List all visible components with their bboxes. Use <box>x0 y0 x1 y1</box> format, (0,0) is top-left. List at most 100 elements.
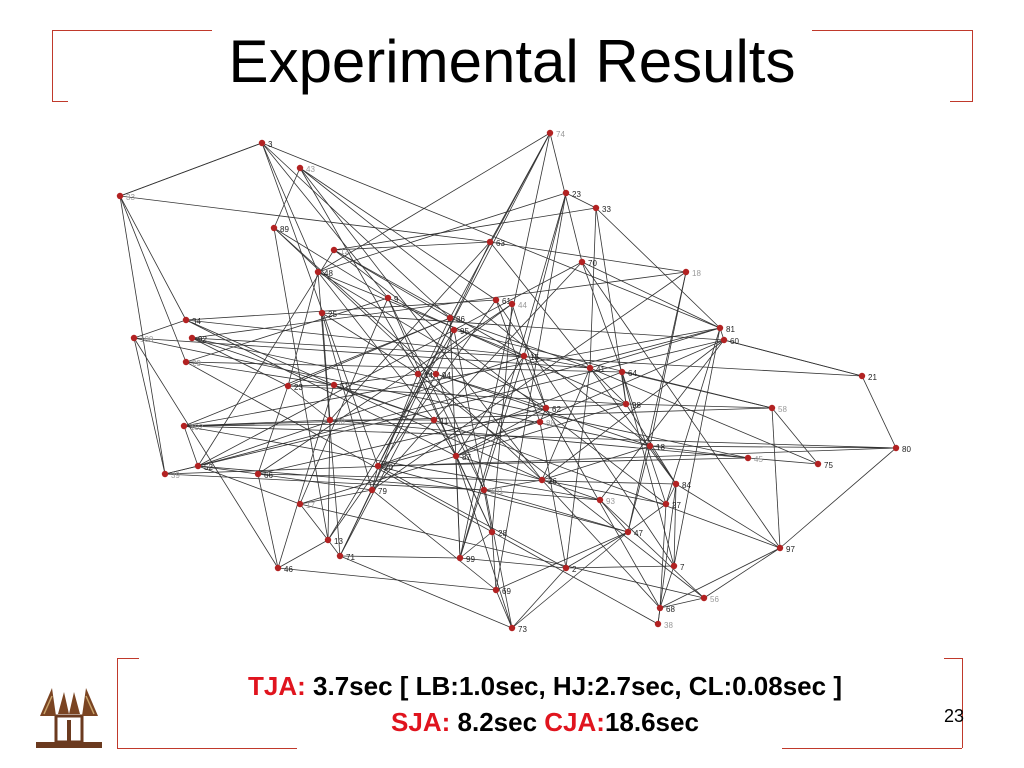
graph-edge <box>273 227 329 541</box>
graph-edge <box>327 539 341 557</box>
graph-node-51 <box>330 381 338 389</box>
graph-edge <box>185 361 623 373</box>
graph-edge <box>164 447 897 475</box>
graph-node-label: 73 <box>518 625 527 634</box>
graph-edge <box>119 142 263 197</box>
graph-edge <box>257 407 547 475</box>
graph-node-93 <box>596 496 604 504</box>
graph-node-label: 45 <box>754 455 763 464</box>
graph-edge <box>455 455 543 481</box>
graph-node-68 <box>656 604 664 612</box>
graph-edge <box>541 445 651 481</box>
graph-edge <box>261 142 319 273</box>
graph-node-label: 41 <box>596 365 605 374</box>
frame-bottom-right-vertical <box>962 658 963 748</box>
graph-edge <box>299 503 329 541</box>
graph-edge <box>861 375 897 449</box>
graph-edge <box>665 327 721 505</box>
graph-edge <box>183 419 331 427</box>
graph-edge <box>321 312 419 375</box>
graph-edge <box>495 299 541 423</box>
graph-edge <box>377 465 567 569</box>
graph-edge <box>287 271 319 387</box>
graph-node-70 <box>578 258 586 266</box>
graph-node-94 <box>432 370 440 378</box>
graph-node-80 <box>892 444 900 452</box>
graph-edge <box>523 355 591 369</box>
graph-node-label: 62 <box>552 405 561 414</box>
graph-edge <box>377 421 541 467</box>
graph-edge <box>257 473 373 491</box>
graph-edge <box>649 445 677 485</box>
graph-edge <box>565 531 629 569</box>
graph-edge <box>183 425 199 467</box>
graph-node-44 <box>508 300 516 308</box>
graph-edge <box>455 455 493 533</box>
graph-node-label: 43 <box>306 165 315 174</box>
graph-node-88 <box>536 418 544 426</box>
graph-node-58 <box>768 404 776 412</box>
graph-edge <box>164 473 485 491</box>
graph-node-label: 33 <box>126 193 135 202</box>
graph-edge <box>649 445 897 449</box>
graph-edge <box>495 299 675 567</box>
graph-node-label: 89 <box>280 225 289 234</box>
graph-edge <box>261 142 389 299</box>
graph-node-label: 66 <box>264 471 273 480</box>
graph-edge <box>649 271 687 447</box>
graph-node-69 <box>492 586 500 594</box>
graph-edge <box>333 249 667 505</box>
graph-edge <box>449 132 551 319</box>
graph-edge <box>191 337 435 421</box>
graph-edge <box>257 385 289 475</box>
graph-edge <box>771 407 819 465</box>
graph-node-7 <box>670 562 678 570</box>
graph-edge <box>541 367 591 481</box>
graph-edge <box>621 371 773 409</box>
graph-node-101 <box>480 486 488 494</box>
sja-cja-line: SJA: 8.2sec CJA:18.6sec <box>140 704 950 740</box>
graph-node-23a <box>562 189 570 197</box>
graph-edge <box>771 407 781 549</box>
graph-edge <box>327 419 331 541</box>
graph-edge <box>197 465 259 475</box>
graph-node-label: 9 <box>394 295 399 304</box>
graph-node-33b <box>592 204 600 212</box>
graph-node-label: 17 <box>306 501 315 510</box>
graph-edge <box>589 367 627 405</box>
graph-node-47 <box>624 528 632 536</box>
graph-edge <box>565 565 675 569</box>
graph-node-label: 60 <box>730 337 739 346</box>
graph-node-48 <box>314 268 322 276</box>
graph-edge <box>599 499 629 533</box>
graph-node-label: 28 <box>498 529 507 538</box>
graph-edge <box>185 297 389 363</box>
graph-edge <box>333 249 451 319</box>
graph-edge <box>433 419 781 549</box>
graph-edge <box>649 445 749 459</box>
graph-node-label: 3 <box>268 140 273 149</box>
graph-edge <box>779 447 897 549</box>
graph-node-13 <box>324 536 332 544</box>
graph-node-29 <box>182 358 190 366</box>
graph-node-41 <box>586 364 594 372</box>
graph-node-62 <box>542 404 550 412</box>
graph-node-17 <box>296 500 304 508</box>
graph-edge <box>299 489 373 505</box>
graph-edge <box>589 367 819 465</box>
graph-node-label: 87 <box>462 453 471 462</box>
graph-node-34 <box>182 316 190 324</box>
graph-edge <box>433 261 583 421</box>
graph-edge <box>273 227 437 375</box>
graph-edge <box>197 327 721 467</box>
graph-edge <box>333 373 419 386</box>
graph-edge <box>185 361 659 625</box>
graph-edge <box>257 473 279 569</box>
graph-edge <box>119 195 187 321</box>
sja-value: 8.2sec <box>450 707 545 737</box>
graph-node-label: 33 <box>602 205 611 214</box>
graph-edge <box>523 192 567 357</box>
graph-node-label: 46 <box>284 565 293 574</box>
